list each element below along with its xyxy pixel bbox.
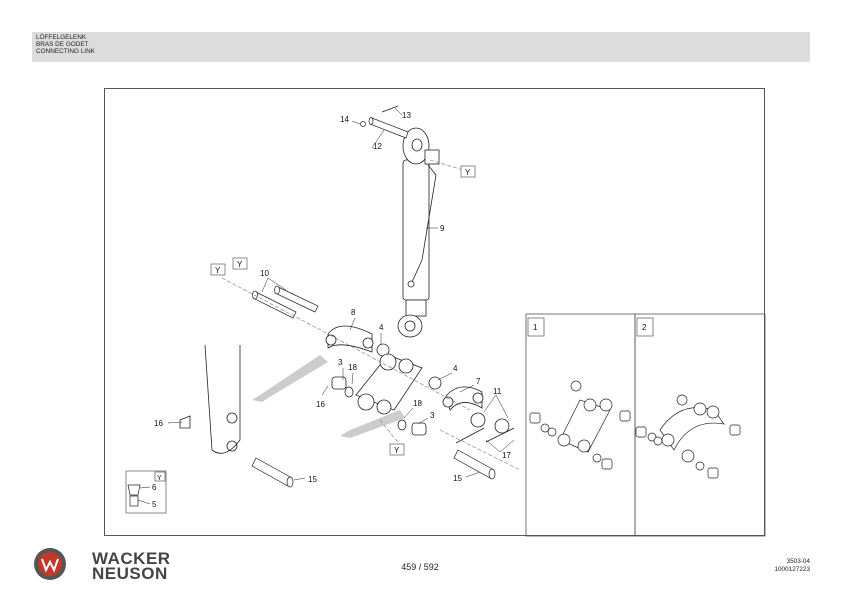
variant-box-1 <box>527 317 545 337</box>
pin-12-part <box>360 105 409 139</box>
page-number: 459 / 592 <box>401 562 439 572</box>
callout-4-b: 4 <box>453 364 458 373</box>
callout-8: 8 <box>351 308 356 317</box>
title-fr: BRAS DE GODET <box>36 41 89 48</box>
callout-16-a: 16 <box>316 400 325 409</box>
link-body-part <box>331 353 442 436</box>
ref-tag-y-5: Y <box>157 475 162 482</box>
callout-6: 6 <box>152 483 157 492</box>
cylinder-part <box>397 127 440 338</box>
callout-16-b: 16 <box>154 419 163 428</box>
pins-15-part <box>251 449 496 488</box>
header-band: LÖFFELGELENK BRAS DE GODET CONNECTING LI… <box>32 32 810 62</box>
callout-3-b: 3 <box>430 411 435 420</box>
callout-13: 13 <box>402 111 411 120</box>
ref-tag-y-3: Y <box>237 260 243 269</box>
callout-4-a: 4 <box>379 323 384 332</box>
ref-tag-y-4: Y <box>394 446 400 455</box>
callout-18-b: 18 <box>413 399 422 408</box>
ref-tag-y-2: Y <box>215 266 221 275</box>
callout-17: 17 <box>502 451 511 460</box>
brand-line-2: NEUSON <box>92 564 168 583</box>
variant-2-sketch <box>635 394 741 479</box>
ref-tag-y-1: Y <box>465 168 471 177</box>
callout-15-a: 15 <box>308 475 317 484</box>
callout-3-a: 3 <box>338 358 343 367</box>
variant-label-1: 1 <box>533 323 538 332</box>
pins-10-part <box>252 285 319 319</box>
title-en: CONNECTING LINK <box>36 48 95 55</box>
variant-box-2 <box>636 317 654 337</box>
callout-15-b: 15 <box>453 474 462 483</box>
brand-wordmark: WACKER NEUSON <box>92 549 171 583</box>
callout-14: 14 <box>340 115 349 124</box>
callout-11: 11 <box>493 387 502 396</box>
boom-part <box>179 344 241 454</box>
callout-10: 10 <box>260 269 269 278</box>
center-lines <box>221 159 521 471</box>
callout-5: 5 <box>152 500 157 509</box>
callout-9: 9 <box>440 224 445 233</box>
direction-arrows <box>252 355 405 438</box>
callout-12: 12 <box>373 142 382 151</box>
variant-label-2: 2 <box>642 323 647 332</box>
callout-18-a: 18 <box>348 363 357 372</box>
ref-tag-boxes <box>154 165 476 482</box>
callout-7: 7 <box>476 377 481 386</box>
variant-1-sketch <box>529 380 631 470</box>
variant-panel-2 <box>634 313 766 537</box>
title-de: LÖFFELGELENK <box>36 34 87 41</box>
diagram-frame <box>104 88 765 536</box>
grease-nipple-part <box>127 484 141 507</box>
brand-line-1: WACKER <box>92 549 171 568</box>
link-8-part <box>325 325 390 357</box>
document-code: 3503-04 1000127223 <box>774 558 810 574</box>
leader-lines <box>137 107 515 505</box>
wacker-neuson-logo-icon <box>34 548 66 580</box>
doc-code-1: 3503-04 <box>786 558 810 565</box>
link-7-part <box>442 386 515 444</box>
doc-code-2: 1000127223 <box>774 566 810 573</box>
